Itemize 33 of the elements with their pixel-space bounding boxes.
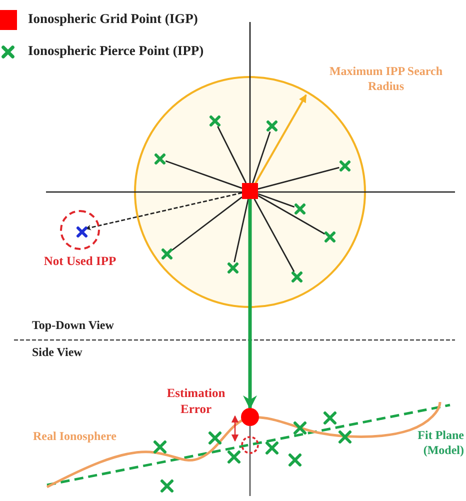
legend-text: Ionospheric Pierce Point (IPP) xyxy=(28,43,204,59)
pierce-point-cross xyxy=(339,160,351,172)
connector-line xyxy=(254,198,295,272)
connector-line xyxy=(217,126,247,184)
grid-point-square xyxy=(242,183,258,199)
legend-text: Ionospheric Grid Point (IGP) xyxy=(28,11,198,27)
pierce-point-cross xyxy=(154,153,166,165)
connector-line xyxy=(171,196,242,251)
pierce-point-cross xyxy=(266,120,278,132)
connector-line xyxy=(252,131,271,184)
pierce-point-cross xyxy=(324,231,336,243)
pierce-point-cross xyxy=(291,271,303,283)
pierce-point-cross xyxy=(76,226,88,238)
diagram-label: Real Ionosphere xyxy=(33,429,118,444)
pierce-point-cross xyxy=(227,262,239,274)
diagram-label: Estimation Error xyxy=(166,386,226,418)
diagram-label: Top-Down View xyxy=(32,318,115,333)
connector-line xyxy=(85,192,242,230)
node-caption: Not Used IPP xyxy=(42,254,118,270)
diagram-label: Maximum IPP Search Radius xyxy=(328,64,444,94)
pierce-point-cross xyxy=(161,248,173,260)
connector-line xyxy=(258,195,326,235)
diagram-label: Side View xyxy=(32,345,84,360)
connector-line xyxy=(234,198,249,262)
estimated-point-dot xyxy=(241,408,259,426)
connector-line xyxy=(165,160,242,189)
connector-line xyxy=(243,199,257,410)
pierce-point-cross xyxy=(209,115,221,127)
pierce-point-cross xyxy=(294,203,306,215)
connector-line xyxy=(258,193,295,208)
dashed-circle xyxy=(60,210,100,250)
diagram-label: Fit Plane (Model) xyxy=(416,428,464,458)
connector-line xyxy=(258,166,340,190)
